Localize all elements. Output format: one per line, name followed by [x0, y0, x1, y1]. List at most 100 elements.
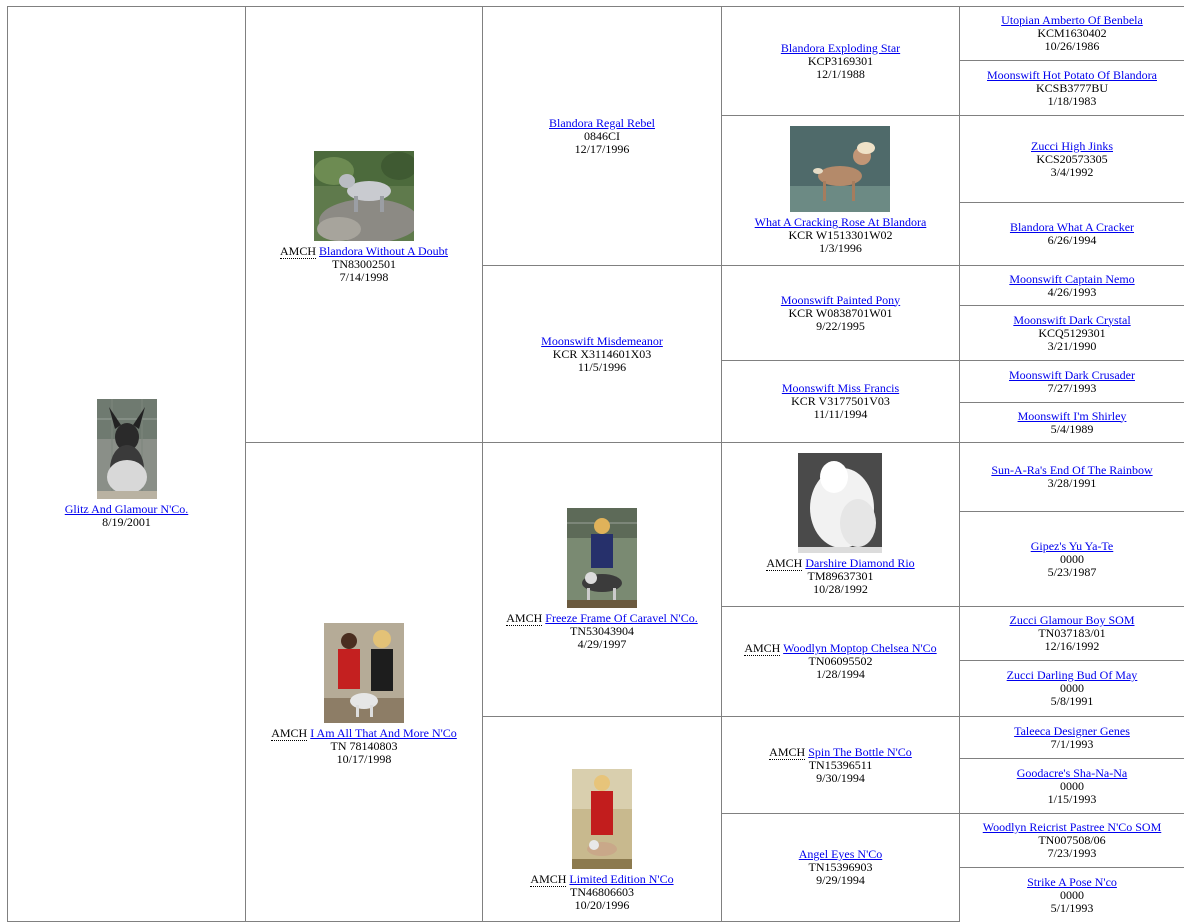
pedigree-cell-gen3: AMCH Limited Edition N'Co TN46806603 10/…	[483, 717, 722, 922]
dog-link[interactable]: Freeze Frame Of Caravel N'Co.	[545, 611, 698, 625]
dog-reg: KCM1630402	[1037, 26, 1107, 40]
dog-reg: KCS20573305	[1036, 151, 1108, 166]
dog-link[interactable]: Spin The Bottle N'Co	[808, 744, 912, 759]
dog-link[interactable]: Zucci Darling Bud Of May	[1006, 668, 1138, 682]
dog-dob: 3/21/1990	[1047, 338, 1097, 353]
dog-link[interactable]: Woodlyn Reicrist Pastree N'Co SOM	[982, 820, 1162, 834]
pedigree-cell-gen5: Zucci Darling Bud Of May 0000 5/8/1991	[960, 661, 1184, 717]
dog-link[interactable]: Taleeca Designer Genes	[1014, 723, 1130, 738]
dog-link[interactable]: Moonswift Dark Crusader	[1009, 367, 1135, 382]
dog-link[interactable]: I Am All That And More N'Co	[310, 725, 457, 740]
dog-link[interactable]: Blandora Without A Doubt	[319, 244, 448, 258]
dog-reg: KCQ5129301	[1038, 325, 1106, 340]
amch-title: AMCH	[280, 244, 317, 259]
handler-with-dog-photo[interactable]	[566, 508, 637, 608]
dog-reg: KCP3169301	[807, 53, 874, 68]
dog-dob: 9/22/1995	[816, 318, 865, 333]
crested-dog-on-rocks-photo[interactable]	[313, 151, 414, 241]
dog-link[interactable]: Goodacre's Sha-Na-Na	[1016, 765, 1128, 780]
dog-dob: 5/8/1991	[1050, 694, 1094, 708]
pedigree-cell-gen5: Gipez's Yu Ya-Te 0000 5/23/1987	[960, 512, 1184, 607]
amch-title: AMCH	[271, 725, 308, 741]
pedigree-cell-gen2: AMCH Blandora Without A Doubt TN83002501…	[246, 7, 483, 443]
pedigree-cell-gen2: AMCH I Am All That And More N'Co TN 7814…	[246, 443, 483, 922]
pedigree-cell-gen5: Woodlyn Reicrist Pastree N'Co SOM TN0075…	[960, 814, 1184, 868]
pedigree-cell-gen4: AMCH Woodlyn Moptop Chelsea N'Co TN06095…	[722, 607, 960, 717]
dog-reg: 0000	[1059, 778, 1084, 793]
pedigree-cell-gen5: Sun-A-Ra's End Of The Rainbow 3/28/1991	[960, 443, 1184, 512]
dog-dob: 10/17/1998	[336, 751, 392, 766]
dog-link[interactable]: Moonswift Miss Francis	[781, 381, 900, 395]
pedigree-cell-gen5: Moonswift Captain Nemo 4/26/1993	[960, 266, 1184, 306]
pedigree-cell-gen4: Blandora Exploding Star KCP3169301 12/1/…	[722, 7, 960, 116]
pedigree-cell-gen3: Moonswift Misdemeanor KCR X3114601X03 11…	[483, 266, 722, 443]
dog-reg: 0846CI	[584, 128, 620, 143]
pedigree-cell-gen4: What A Cracking Rose At Blandora KCR W15…	[722, 116, 960, 266]
dog-link[interactable]: Moonswift Dark Crystal	[1013, 312, 1131, 327]
dog-dob: 3/4/1992	[1050, 164, 1094, 179]
dog-link[interactable]: Moonswift I'm Shirley	[1017, 408, 1127, 423]
dog-link[interactable]: Moonswift Captain Nemo	[1009, 271, 1135, 286]
dog-dob: 4/29/1997	[577, 637, 627, 651]
dog-dob: 10/26/1986	[1044, 39, 1100, 53]
pedigree-cell-gen5: Goodacre's Sha-Na-Na 0000 1/15/1993	[960, 759, 1184, 814]
dog-dob: 4/26/1993	[1047, 284, 1097, 299]
dog-reg: TN06095502	[808, 654, 873, 668]
white-powderpuff-photo[interactable]	[798, 453, 883, 553]
dog-reg: 0000	[1060, 887, 1084, 902]
dog-link[interactable]: Utopian Amberto Of Benbela	[1001, 13, 1143, 27]
pedigree-cell-gen1: Glitz And Glamour N'Co. 8/19/2001	[8, 7, 246, 922]
dog-link[interactable]: Moonswift Painted Pony	[780, 292, 901, 307]
dog-link[interactable]: Zucci High Jinks	[1031, 138, 1113, 153]
dog-link[interactable]: Angel Eyes N'Co	[798, 847, 883, 861]
dog-link[interactable]: Glitz And Glamour N'Co.	[64, 502, 189, 516]
dog-dob: 5/1/1993	[1050, 900, 1094, 915]
dog-dob: 9/30/1994	[816, 770, 865, 785]
dog-dob: 9/29/1994	[816, 873, 865, 887]
handler-in-red-photo[interactable]	[571, 768, 632, 869]
dog-dob: 5/4/1989	[1050, 421, 1094, 436]
dog-dob: 12/16/1992	[1044, 639, 1100, 653]
dog-dob: 12/1/1988	[816, 66, 865, 81]
pedigree-cell-gen5: Strike A Pose N'co 0000 5/1/1993	[960, 868, 1184, 922]
amch-title: AMCH	[744, 641, 781, 656]
dog-reg: TN46806603	[569, 884, 634, 899]
dog-link[interactable]: Darshire Diamond Rio	[805, 556, 915, 570]
dog-link[interactable]: Sun-A-Ra's End Of The Rainbow	[991, 463, 1153, 477]
pedigree-cell-gen5: Moonswift I'm Shirley 5/4/1989	[960, 403, 1184, 443]
dog-link[interactable]: Moonswift Hot Potato Of Blandora	[987, 67, 1157, 82]
pedigree-cell-gen4: Moonswift Painted Pony KCR W0838701W01 9…	[722, 266, 960, 361]
dog-link[interactable]: Moonswift Misdemeanor	[541, 333, 663, 348]
dog-link[interactable]: Blandora Regal Rebel	[549, 115, 655, 130]
dog-reg: TN 78140803	[330, 738, 398, 753]
dog-dob: 1/15/1993	[1047, 791, 1097, 806]
pedigree-cell-gen3: AMCH Freeze Frame Of Caravel N'Co. TN530…	[483, 443, 722, 717]
dog-link[interactable]: Strike A Pose N'co	[1027, 874, 1117, 889]
amch-title: AMCH	[769, 744, 806, 760]
dog-reg: 0000	[1059, 681, 1084, 695]
crested-dog-photo[interactable]	[96, 399, 157, 499]
dog-reg: KCR X3114601X03	[552, 346, 652, 361]
pedigree-cell-gen3: Blandora Regal Rebel 0846CI 12/17/1996	[483, 7, 722, 266]
dog-link[interactable]: Blandora What A Cracker	[1009, 220, 1135, 234]
dog-dob: 6/26/1994	[1047, 233, 1097, 247]
dog-dob: 11/5/1996	[577, 359, 627, 374]
dog-link[interactable]: Gipez's Yu Ya-Te	[1030, 538, 1114, 553]
pedigree-cell-gen5: Moonswift Dark Crystal KCQ5129301 3/21/1…	[960, 306, 1184, 361]
amch-title: AMCH	[530, 871, 567, 887]
dog-link[interactable]: Woodlyn Moptop Chelsea N'Co	[783, 641, 937, 655]
dog-link[interactable]: Zucci Glamour Boy SOM	[1009, 613, 1135, 627]
pedigree-cell-gen5: Utopian Amberto Of Benbela KCM1630402 10…	[960, 7, 1184, 61]
dog-link[interactable]: Limited Edition N'Co	[569, 871, 674, 886]
dog-link[interactable]: Blandora Exploding Star	[780, 40, 901, 55]
painted-dog-photo[interactable]	[790, 126, 891, 212]
dog-dob: 11/11/1994	[813, 407, 868, 421]
pedigree-cell-gen4: Angel Eyes N'Co TN15396903 9/29/1994	[722, 814, 960, 922]
dog-dob: 3/28/1991	[1047, 476, 1097, 490]
show-win-photo[interactable]	[324, 622, 404, 723]
dog-reg: KCR V3177501V03	[791, 394, 890, 408]
dog-reg: TN53043904	[569, 624, 634, 638]
dog-link[interactable]: What A Cracking Rose At Blandora	[754, 215, 927, 229]
dog-reg: TN037183/01	[1038, 626, 1106, 640]
dog-dob: 1/28/1994	[816, 667, 865, 681]
